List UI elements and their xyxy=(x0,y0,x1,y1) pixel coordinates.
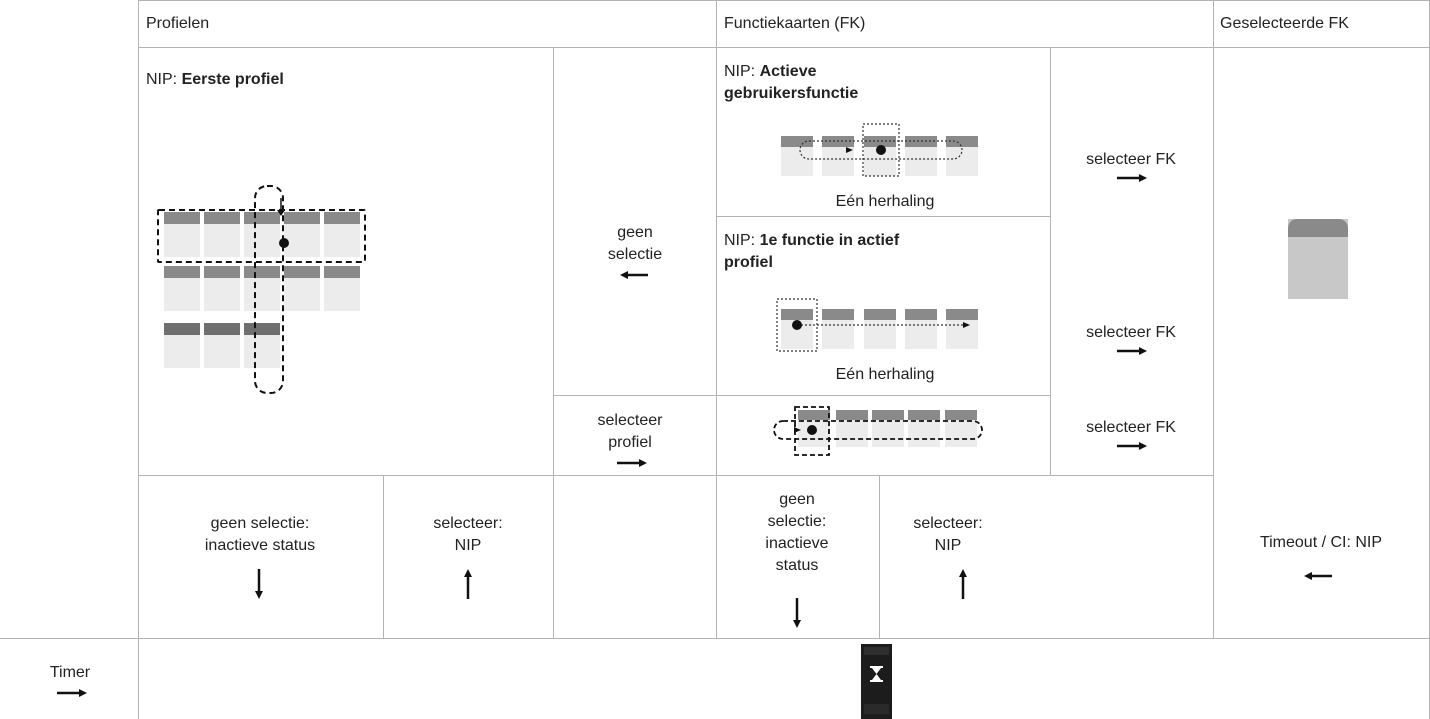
profile-card xyxy=(204,266,240,311)
function-card xyxy=(946,136,978,176)
arrow-right-icon xyxy=(617,459,647,467)
grid-line xyxy=(138,0,1430,1)
label-timer: Timer xyxy=(49,664,91,681)
scan-position-dot xyxy=(279,238,289,248)
label-fk-no-selection: geen selectie: inactieve status xyxy=(765,491,829,574)
fk2-caption: Eén herhaling xyxy=(835,366,935,383)
profiles-panel-title: NIP: Eerste profiel xyxy=(146,69,284,91)
function-card xyxy=(836,410,868,447)
fk2-title-bold: 1e functie in actief profiel xyxy=(724,232,900,271)
device-screen-bottom xyxy=(864,704,889,714)
profiles-title-prefix: NIP: xyxy=(146,71,182,88)
header-function-cards: Functiekaarten (FK) xyxy=(724,15,866,32)
grid-line xyxy=(0,638,1430,639)
function-card-icon xyxy=(1288,219,1348,299)
arrow-left-icon xyxy=(1304,572,1332,580)
row-scan-outline xyxy=(157,209,366,263)
fk1-title-prefix: NIP: xyxy=(724,63,760,80)
fk2-title-prefix: NIP: xyxy=(724,232,760,249)
profile-card xyxy=(164,212,200,257)
fk1-title-bold: Actieve gebruikersfunctie xyxy=(724,63,859,102)
function-card xyxy=(864,309,896,349)
profile-card xyxy=(164,323,200,368)
grid-line xyxy=(138,0,139,719)
label-select-fk-2: selecteer FK xyxy=(1086,324,1176,341)
arrow-right-icon xyxy=(57,689,87,697)
grid-line xyxy=(138,47,1430,48)
label-fk-select-nip: selecteer: NIP xyxy=(913,515,983,554)
function-card-tab xyxy=(1288,219,1348,237)
function-card xyxy=(822,309,854,349)
arrow-right-icon xyxy=(1117,174,1147,182)
arrow-up-icon xyxy=(959,569,967,599)
profile-card xyxy=(204,212,240,257)
arrow-down-icon xyxy=(255,569,263,599)
profile-card xyxy=(284,212,320,257)
arrow-up-icon xyxy=(464,569,472,599)
function-card xyxy=(908,410,940,447)
label-timeout: Timeout / CI: NIP xyxy=(1259,534,1383,551)
profile-card xyxy=(324,266,360,311)
profiles-title-bold: Eerste profiel xyxy=(181,71,284,88)
hourglass-icon xyxy=(870,666,883,682)
function-card xyxy=(864,136,896,176)
column-scan-outline xyxy=(254,185,284,394)
grid-line xyxy=(1050,47,1051,475)
profile-card xyxy=(244,323,280,368)
function-card xyxy=(781,136,813,176)
profile-card xyxy=(324,212,360,257)
function-card xyxy=(946,309,978,349)
profile-card xyxy=(244,266,280,311)
profile-card xyxy=(164,266,200,311)
label-select-profile: selecteer profiel xyxy=(597,412,663,451)
grid-line xyxy=(553,395,1050,396)
header-selected-fk: Geselecteerde FK xyxy=(1220,15,1349,32)
label-no-selection-left: geen selectie xyxy=(607,224,663,263)
fk1-caption: Eén herhaling xyxy=(835,193,935,210)
grid-line xyxy=(716,0,717,638)
grid-line xyxy=(1213,0,1214,638)
grid-line xyxy=(553,47,554,638)
scan-arrowhead xyxy=(277,210,285,216)
grid-line xyxy=(716,216,1050,217)
function-card xyxy=(872,410,904,447)
profile-card xyxy=(244,212,280,257)
device-screen-top xyxy=(864,647,889,655)
label-profiles-select-nip: selecteer: NIP xyxy=(433,515,503,554)
function-card xyxy=(905,309,937,349)
profile-card xyxy=(284,266,320,311)
fk1-title: NIP: Actieve gebruikersfunctie xyxy=(724,61,924,105)
grid-line xyxy=(383,475,384,638)
grid-line xyxy=(879,475,880,638)
header-profiles: Profielen xyxy=(146,15,210,32)
label-select-fk-3: selecteer FK xyxy=(1086,419,1176,436)
arrow-down-icon xyxy=(793,598,801,628)
label-profiles-no-selection: geen selectie: inactieve status xyxy=(204,515,316,554)
grid-line xyxy=(138,475,1214,476)
profile-card xyxy=(204,323,240,368)
function-card xyxy=(945,410,977,447)
fk2-title: NIP: 1e functie in actief profiel xyxy=(724,230,934,274)
arrow-left-icon xyxy=(620,271,648,279)
arrow-right-icon xyxy=(1117,442,1147,450)
arrow-right-icon xyxy=(1117,347,1147,355)
label-select-fk-1: selecteer FK xyxy=(1086,151,1176,168)
hourglass-device-icon xyxy=(861,644,892,719)
